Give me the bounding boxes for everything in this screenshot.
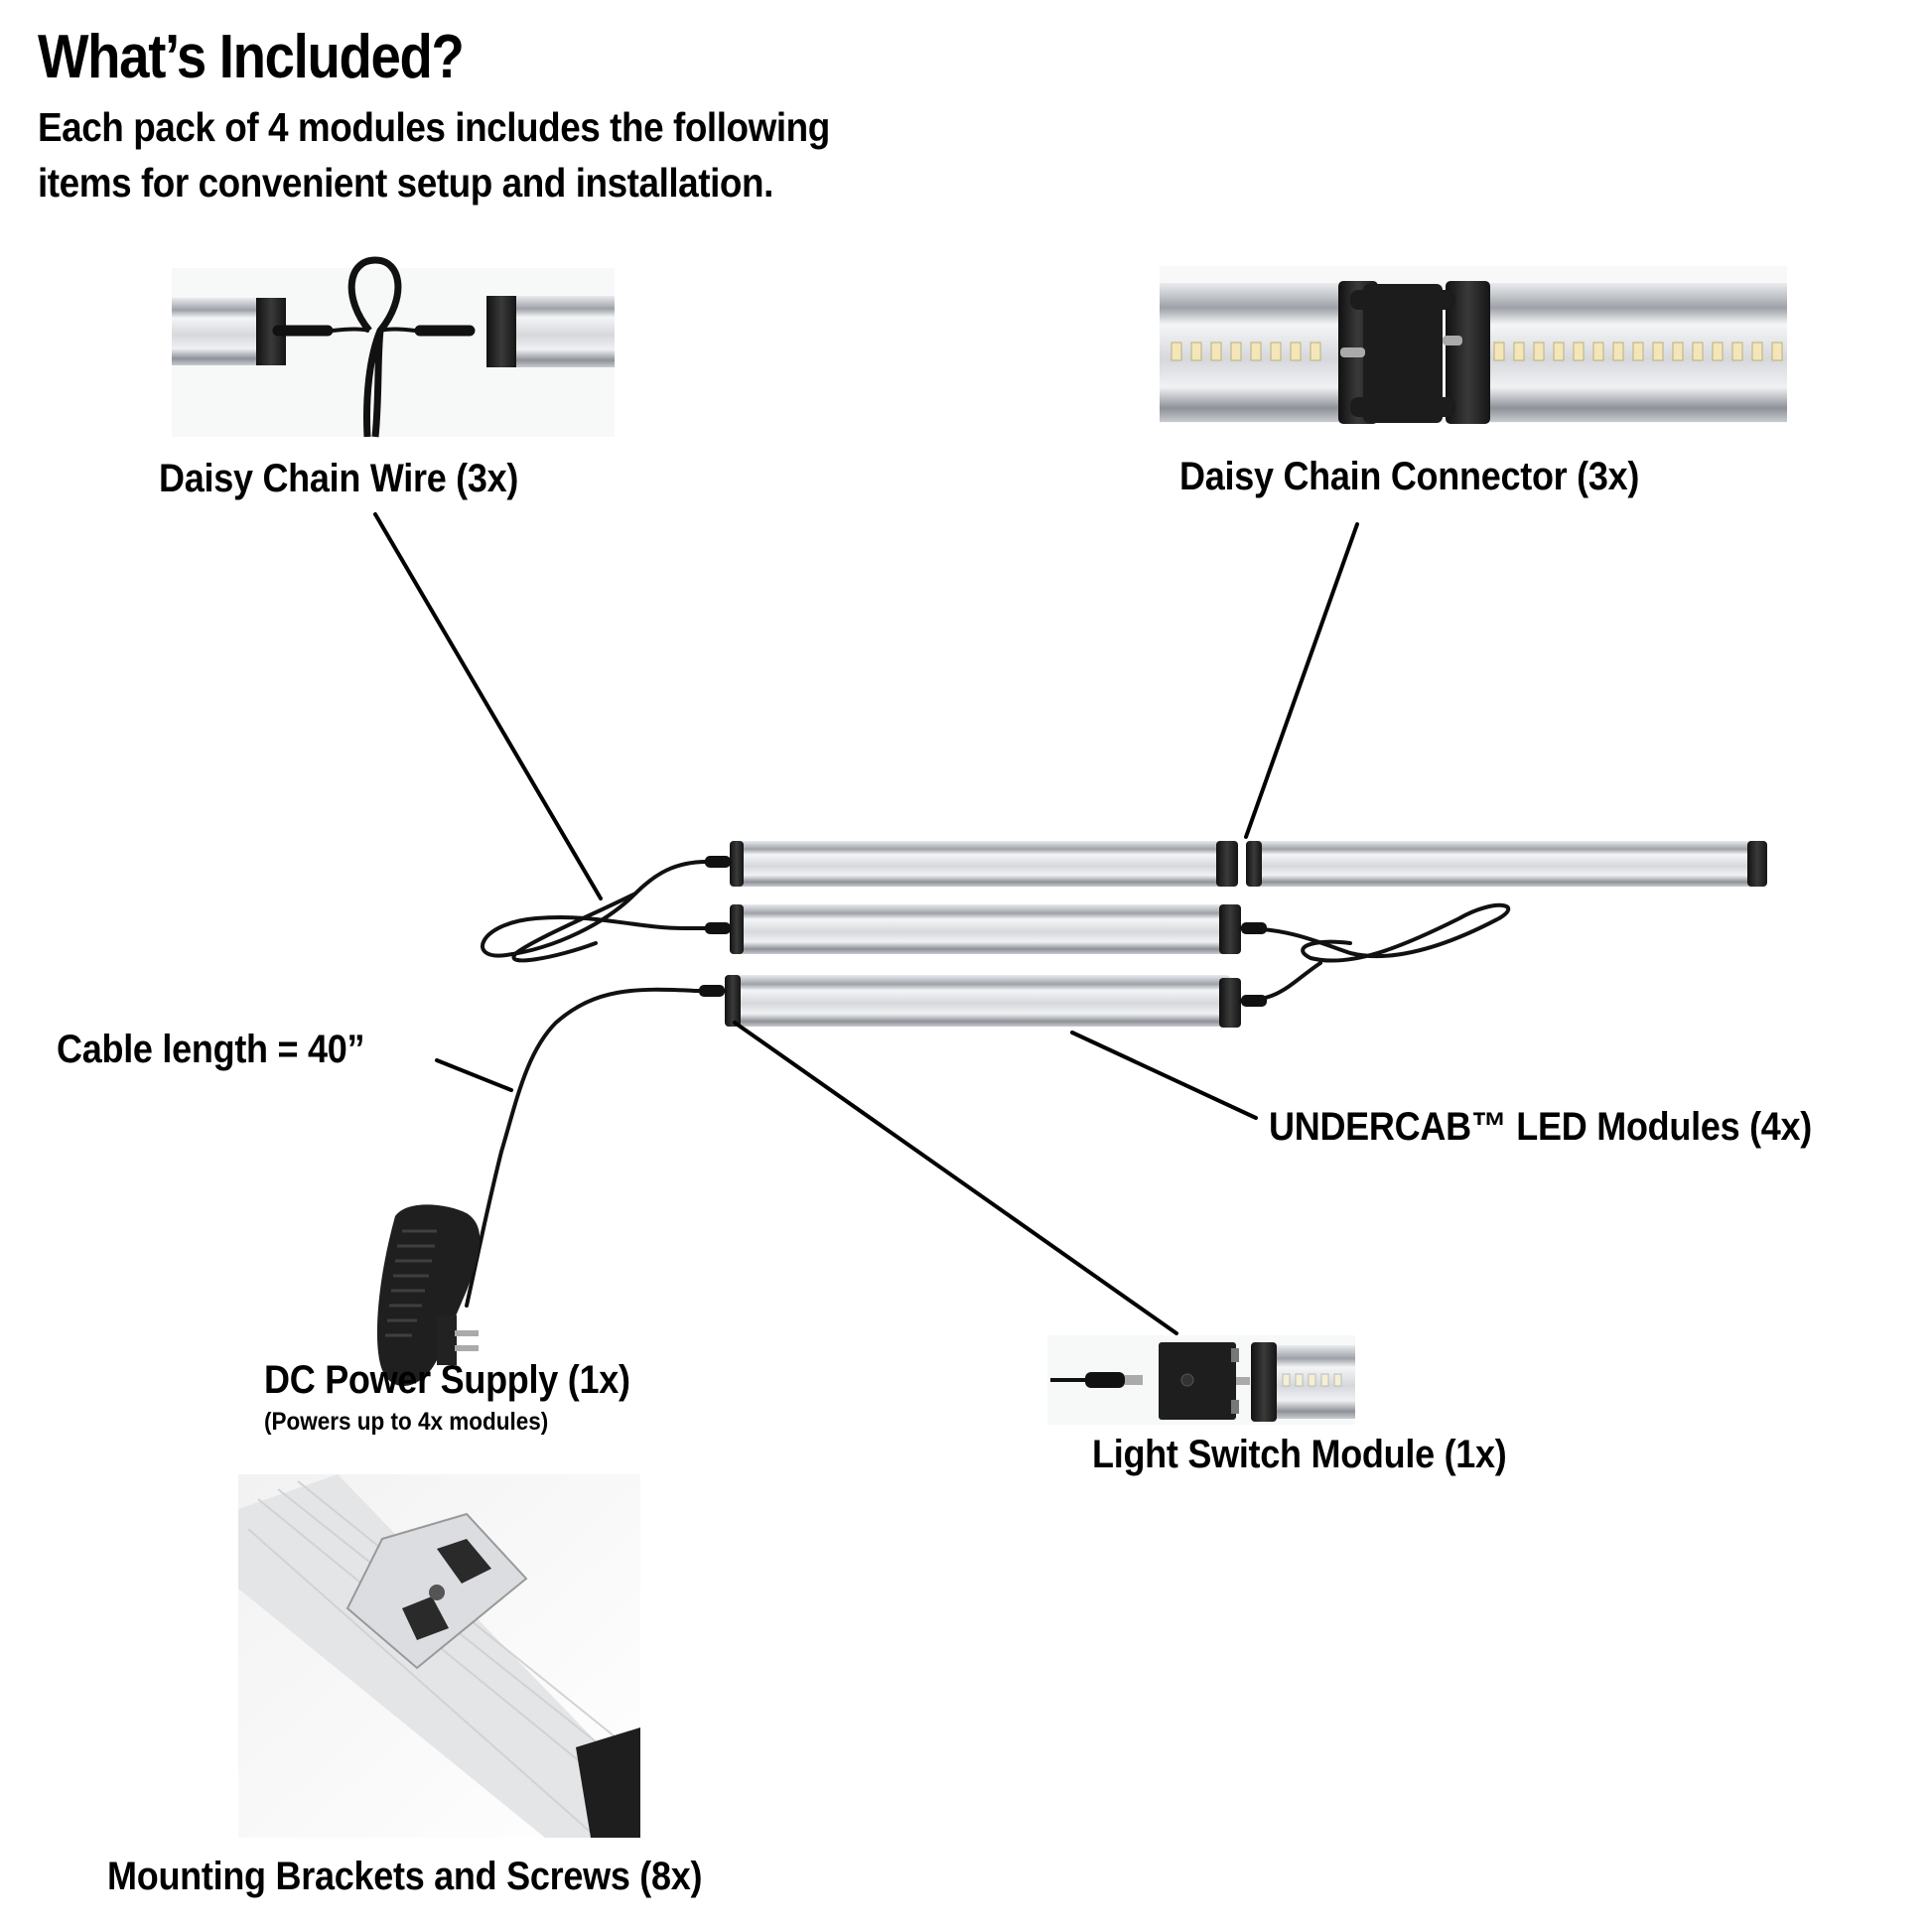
label-power-supply-note: (Powers up to 4x modules)	[264, 1408, 549, 1436]
leader-cable-length	[435, 1058, 513, 1092]
label-led-modules: UNDERCAB™ LED Modules (4x)	[1269, 1105, 1813, 1149]
label-daisy-chain-wire: Daisy Chain Wire (3x)	[159, 457, 519, 500]
label-cable-length: Cable length = 40”	[57, 1028, 365, 1071]
leader-light-switch	[733, 1021, 1178, 1335]
light-switch-module-image	[1047, 1335, 1355, 1425]
page-title: What’s Included?	[38, 23, 465, 91]
leader-daisy-chain-wire	[373, 512, 603, 900]
daisy-chain-wire-image	[172, 256, 615, 438]
label-light-switch: Light Switch Module (1x)	[1092, 1433, 1507, 1476]
daisy-chain-connector-image	[1160, 266, 1787, 424]
page-subtitle: Each pack of 4 modules includes the foll…	[38, 99, 830, 210]
label-daisy-chain-connector: Daisy Chain Connector (3x)	[1179, 455, 1640, 498]
leader-led-modules	[1070, 1031, 1258, 1120]
power-supply-image	[376, 1204, 481, 1387]
led-modules-image	[465, 841, 1767, 1308]
label-mounting-brackets: Mounting Brackets and Screws (8x)	[107, 1855, 703, 1898]
leader-daisy-chain-connector	[1244, 522, 1359, 839]
mounting-bracket-image	[238, 1474, 640, 1838]
subtitle-line-2: items for convenient setup and installat…	[38, 160, 773, 206]
subtitle-line-1: Each pack of 4 modules includes the foll…	[38, 104, 830, 150]
label-power-supply: DC Power Supply (1x)	[264, 1358, 630, 1402]
leader-lines	[373, 512, 1359, 1335]
